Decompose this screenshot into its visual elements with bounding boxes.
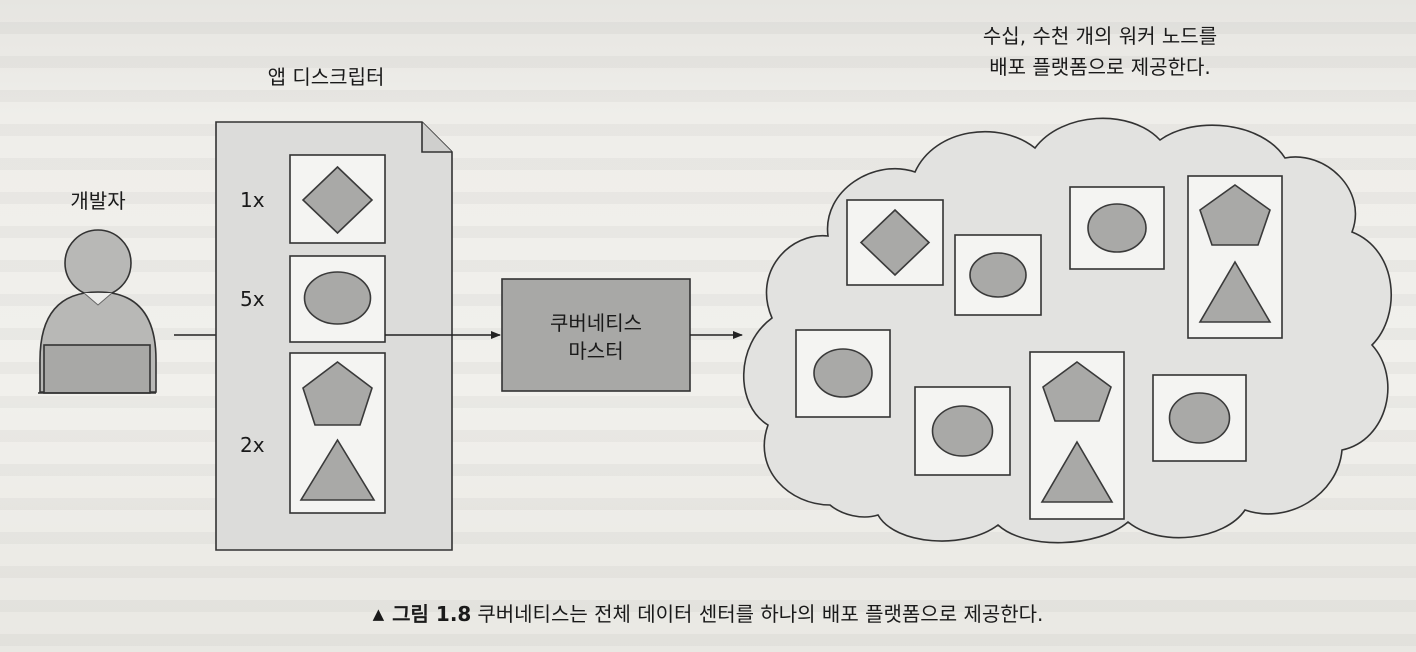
cloud-title-line2: 배포 플랫폼으로 제공한다. [989, 55, 1211, 79]
app-descriptor-title: 앱 디스크립터 [267, 65, 385, 89]
pentagon-shape [1042, 361, 1112, 422]
diamond-shape [859, 208, 931, 277]
count-label-pentagon-triangle: 2x [240, 433, 265, 457]
caption-marker: ▲ [372, 605, 385, 623]
triangle-shape [1198, 260, 1272, 323]
kubernetes-master-box [501, 278, 691, 392]
caption-text: 쿠버네티스는 전체 데이터 센터를 하나의 배포 플랫폼으로 제공한다. [477, 602, 1044, 626]
pentagon-shape [1199, 184, 1271, 246]
circle-shape [303, 271, 372, 325]
caption-label: 그림 1.8 [392, 602, 472, 626]
developer-icon [38, 229, 157, 394]
circle-shape [1087, 203, 1147, 253]
diamond-shape [301, 165, 374, 235]
pentagon-shape [302, 360, 373, 426]
circle-shape [969, 252, 1027, 298]
circle-shape [931, 405, 994, 457]
circle-shape [813, 348, 873, 398]
count-label-diamond: 1x [240, 188, 265, 212]
count-label-circle: 5x [240, 287, 265, 311]
cloud-title-line1: 수십, 수천 개의 워커 노드를 [982, 24, 1218, 48]
worker-node-pentagon-triangle [1187, 175, 1283, 339]
laptop-icon [38, 344, 156, 394]
worker-node-pentagon-triangle [1029, 351, 1125, 520]
triangle-shape [1040, 440, 1114, 503]
descriptor-entry-circle [289, 255, 386, 343]
worker-node-circle [795, 329, 891, 418]
worker-node-circle [1069, 186, 1165, 270]
developer-label: 개발자 [70, 189, 126, 213]
circle-shape [1168, 392, 1231, 444]
worker-node-circle [1152, 374, 1247, 462]
triangle-shape [299, 438, 376, 501]
descriptor-entry-pentagon-triangle [289, 352, 386, 514]
worker-node-diamond [846, 199, 944, 286]
descriptor-entry-diamond [289, 154, 386, 244]
master-label-line1: 쿠버네티스 [550, 311, 642, 335]
master-label-line2: 마스터 [568, 339, 624, 363]
worker-node-circle [954, 234, 1042, 316]
worker-node-circle [914, 386, 1011, 476]
